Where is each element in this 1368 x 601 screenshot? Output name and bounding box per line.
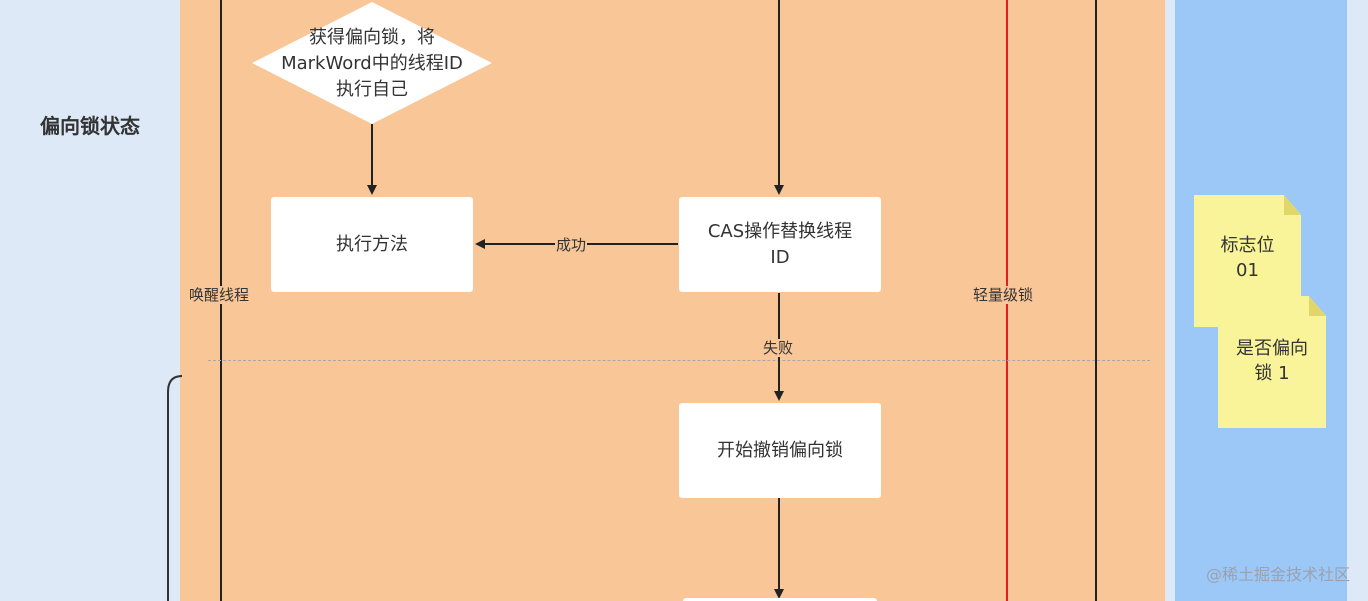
revoke-bias-label: 开始撤销偏向锁 bbox=[717, 439, 843, 461]
success-label: 成功 bbox=[555, 236, 588, 254]
lane-header-background bbox=[0, 0, 180, 601]
flag-note-line-1: 标志位 bbox=[1220, 235, 1275, 256]
lane-title: 偏向锁状态 bbox=[40, 114, 140, 138]
decision-diamond bbox=[252, 2, 492, 124]
wake-thread-label: 唤醒线程 bbox=[188, 286, 251, 304]
decision-text: 获得偏向锁，将 MarkWord中的线程ID 执行自己 bbox=[252, 25, 492, 103]
decision-line-3: 执行自己 bbox=[336, 79, 408, 100]
gap-strip bbox=[1165, 0, 1175, 601]
biased-note-line-2: 锁 1 bbox=[1254, 363, 1290, 384]
cas-line-2: ID bbox=[770, 246, 790, 268]
biased-lock-note: 是否偏向 锁 1 bbox=[1218, 296, 1326, 428]
next-box-partial bbox=[683, 598, 877, 601]
left-bracket bbox=[167, 375, 183, 601]
cas-line-1: CAS操作替换线程 bbox=[707, 220, 853, 242]
lightweight-lock-label: 轻量级锁 bbox=[972, 286, 1035, 304]
biased-note-line-1: 是否偏向 bbox=[1236, 338, 1308, 359]
decision-line-2: MarkWord中的线程ID bbox=[281, 53, 463, 74]
fail-label: 失败 bbox=[762, 339, 795, 357]
revoke-bias-box: 开始撤销偏向锁 bbox=[679, 403, 881, 498]
execute-method-label: 执行方法 bbox=[336, 233, 408, 255]
cas-box: CAS操作替换线程 ID bbox=[679, 197, 881, 292]
execute-method-box: 执行方法 bbox=[271, 197, 473, 292]
right-edge-strip bbox=[1347, 0, 1368, 601]
decision-line-1: 获得偏向锁，将 bbox=[309, 27, 435, 48]
vertical-line-right bbox=[1095, 0, 1097, 601]
dashed-separator bbox=[208, 360, 1150, 361]
watermark: @稀土掘金技术社区 bbox=[1205, 565, 1350, 584]
flag-note-line-2: 01 bbox=[1236, 260, 1259, 281]
